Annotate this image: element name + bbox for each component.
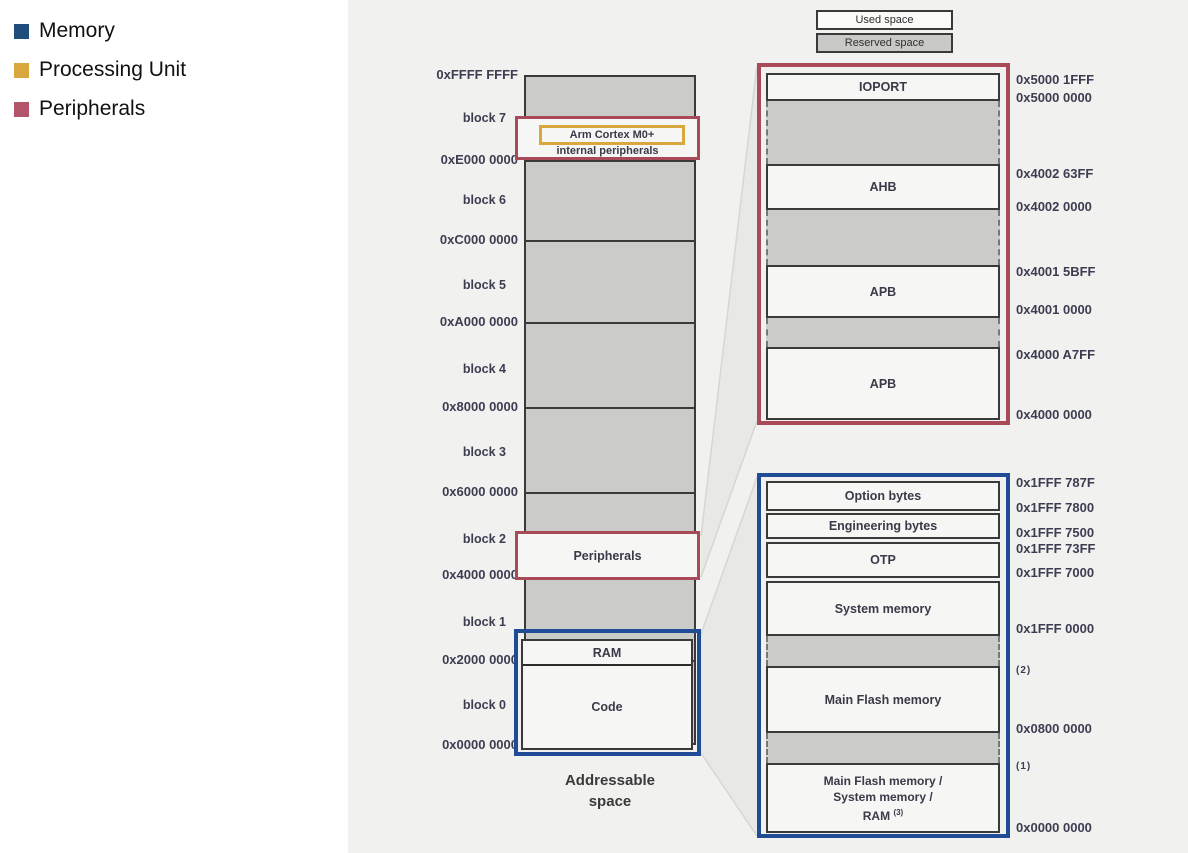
code-section: Code	[591, 700, 623, 714]
address-label: 0x4000 0000	[1016, 407, 1092, 422]
legend-label: Peripherals	[39, 97, 146, 120]
address-label: 0x1FFF 0000	[1016, 621, 1095, 636]
address-label: 0x1FFF 7800	[1016, 500, 1095, 515]
title-line: Addressable	[564, 772, 656, 789]
peripherals-detail-box: IOPORT AHB APB APB	[757, 63, 1010, 425]
block-label: block 4	[462, 362, 506, 376]
system-memory-section: System memory	[766, 581, 1000, 636]
address-label: 0x1FFF 73FF	[1016, 541, 1096, 556]
block-boundary	[526, 492, 694, 494]
block-label: block 5	[462, 278, 506, 292]
engineering-bytes-section: Engineering bytes	[766, 513, 1000, 539]
block-boundary	[526, 407, 694, 409]
boot-mapped-line: System memory /	[833, 789, 933, 804]
address-label: 0x0000 0000	[1016, 820, 1092, 835]
legend-item-peripherals: Peripherals	[14, 96, 186, 122]
address-label: 0xC000 0000	[439, 232, 518, 247]
address-label: 0xA000 0000	[439, 314, 518, 329]
boot-mapped-section: Main Flash memory / System memory / RAM …	[766, 763, 1000, 833]
address-label: 0xE000 0000	[440, 152, 518, 167]
ram-section: RAM	[523, 641, 691, 666]
cortex-internal-peripherals-box: Arm Cortex M0+ internal peripherals	[515, 116, 700, 160]
otp-section: OTP	[766, 542, 1000, 578]
address-label: 0x4001 5BFF	[1016, 264, 1096, 279]
address-label: 0x6000 0000	[442, 484, 518, 499]
legend-label: Processing Unit	[39, 58, 187, 81]
peripherals-swatch-icon	[14, 102, 29, 117]
apb-section: APB	[766, 265, 1000, 318]
block-label: block 3	[462, 445, 506, 459]
apb-section: APB	[766, 347, 1000, 420]
ioport-section: IOPORT	[766, 73, 1000, 101]
block-label: block 2	[462, 532, 506, 546]
block-label: block 1	[462, 615, 506, 629]
addressable-space-column	[524, 75, 696, 745]
main-flash-section: Main Flash memory	[766, 666, 1000, 733]
block-boundary	[526, 160, 694, 162]
reserved-section	[766, 318, 1000, 347]
ahb-section: AHB	[766, 164, 1000, 210]
block-boundary	[526, 240, 694, 242]
block-boundary	[526, 322, 694, 324]
title-line: space	[588, 793, 632, 810]
footnote-2: (2)	[1016, 665, 1032, 676]
memory-highlight-box: RAM Code	[514, 629, 701, 756]
memory-swatch-icon	[14, 24, 29, 39]
peripherals-zoom-beam	[701, 66, 757, 577]
address-label: 0x0800 0000	[1016, 721, 1092, 736]
legend-item-processing-unit: Processing Unit	[14, 57, 186, 83]
used-space-key: Used space	[816, 10, 953, 30]
address-label: 0x5000 0000	[1016, 90, 1092, 105]
ram-code-box: RAM Code	[521, 639, 693, 750]
legend-item-memory: Memory	[14, 18, 186, 44]
address-label: 0x4002 0000	[1016, 199, 1092, 214]
address-label: 0x5000 1FFF	[1016, 72, 1095, 87]
address-label: 0x2000 0000	[442, 652, 518, 667]
address-label: 0x0000 0000	[442, 737, 518, 752]
address-label: 0x1FFF 787F	[1016, 475, 1095, 490]
footnote-3: (3)	[893, 807, 904, 817]
address-label: 0x4000 0000	[442, 567, 518, 582]
reserved-section	[766, 636, 1000, 666]
peripherals-box: Peripherals	[515, 531, 700, 580]
block-label: block 7	[462, 111, 506, 125]
option-bytes-section: Option bytes	[766, 481, 1000, 511]
boot-mapped-line: Main Flash memory /	[823, 773, 943, 788]
address-label: 0x4000 A7FF	[1016, 347, 1096, 362]
memory-zoom-beam	[701, 477, 757, 836]
legend-label: Memory	[39, 19, 115, 42]
block-label: block 6	[462, 193, 506, 207]
color-legend: Memory Processing Unit Peripherals	[14, 18, 186, 135]
reserved-space-key: Reserved space	[816, 33, 953, 53]
address-label: 0x1FFF 7000	[1016, 565, 1095, 580]
memory-detail-box: Option bytes Engineering bytes OTP Syste…	[757, 473, 1010, 838]
address-label: 0xFFFF FFFF	[436, 67, 518, 82]
boot-mapped-line: RAM (3)	[862, 807, 904, 823]
reserved-section	[766, 733, 1000, 763]
addressable-space-title: Addressable space	[524, 770, 696, 812]
address-label: 0x8000 0000	[442, 399, 518, 414]
reserved-section	[766, 210, 1000, 265]
address-label: 0x1FFF 7500	[1016, 525, 1095, 540]
processing-unit-swatch-icon	[14, 63, 29, 78]
block-label: block 0	[462, 698, 506, 712]
footnote-1: (1)	[1016, 761, 1032, 772]
address-label: 0x4002 63FF	[1016, 166, 1094, 181]
cortex-highlight-box: Arm Cortex M0+	[539, 125, 685, 145]
reserved-section	[766, 101, 1000, 164]
cortex-sub-label: internal peripherals	[556, 145, 659, 157]
address-label: 0x4001 0000	[1016, 302, 1092, 317]
